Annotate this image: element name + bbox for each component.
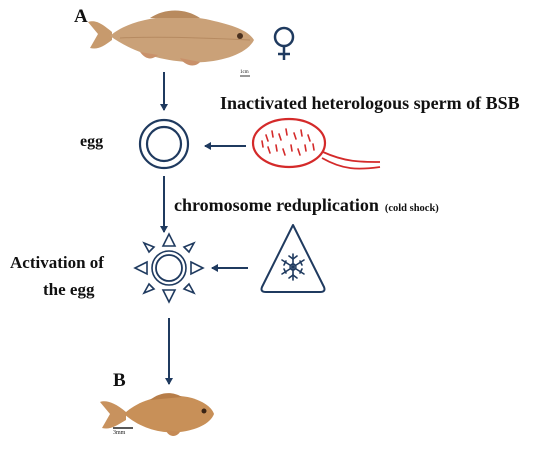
female-symbol-icon xyxy=(273,26,295,60)
snowflake-warning-icon xyxy=(260,224,326,293)
fish-a-icon xyxy=(88,10,254,66)
sperm-label: Inactivated heterologous sperm of BSB xyxy=(220,93,520,113)
chromosome-label: chromosome reduplication (cold shock) xyxy=(174,196,439,215)
activation-label-line1: Activation of xyxy=(10,253,104,272)
egg-icon xyxy=(138,118,190,170)
activation-label-line2: the egg xyxy=(43,280,95,299)
sun-icon xyxy=(133,232,205,304)
cold-shock-label: (cold shock) xyxy=(384,203,439,214)
egg-label: egg xyxy=(80,133,104,150)
scale-bar-label-b: 3mm xyxy=(113,430,126,436)
chromosome-text: chromosome reduplication xyxy=(174,195,379,215)
sperm-icon xyxy=(251,117,381,170)
panel-label-b: B xyxy=(113,370,126,391)
panel-label-a: A xyxy=(74,6,88,27)
fish-b-icon xyxy=(100,393,214,436)
scale-bar-label-a: 1cm xyxy=(240,70,249,75)
